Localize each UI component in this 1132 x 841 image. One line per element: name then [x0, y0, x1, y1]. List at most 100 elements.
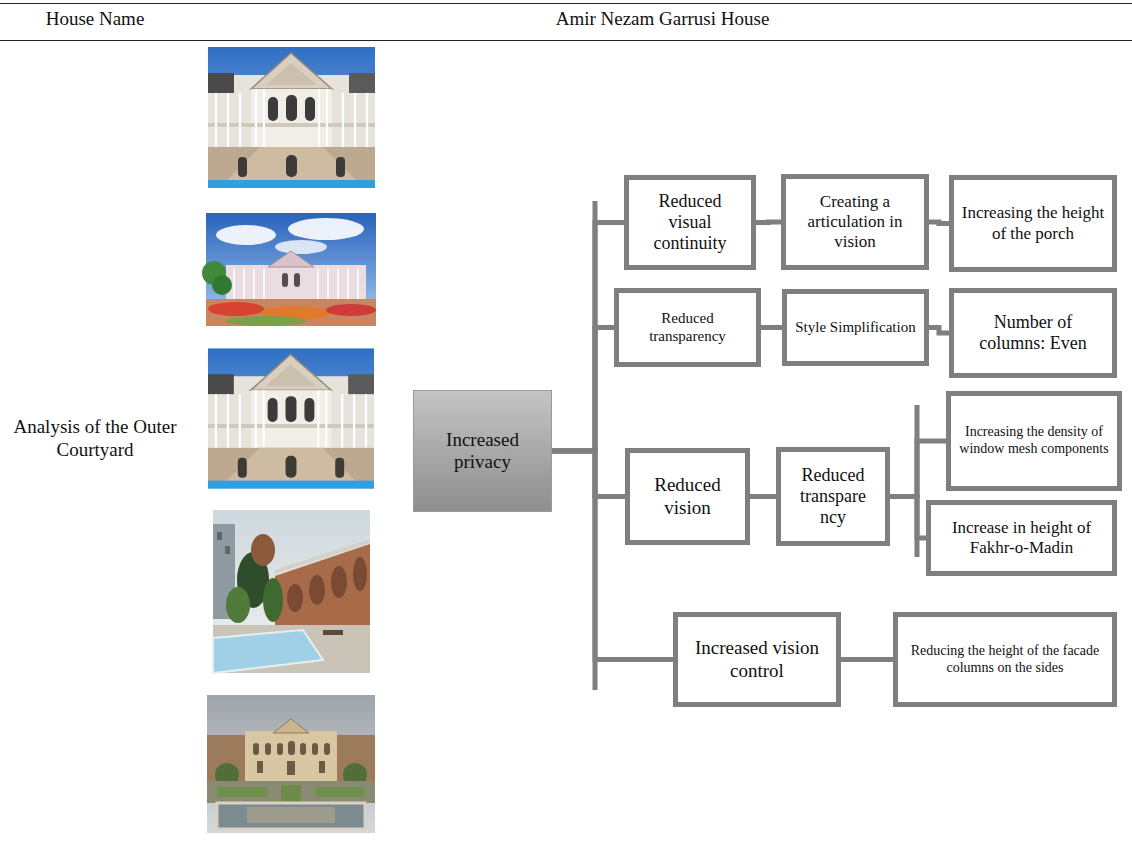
connector [552, 451, 625, 497]
node-text: Reduced visual continuity [635, 191, 745, 255]
photo-courtyard-part [253, 743, 259, 755]
photo-facade-part [208, 47, 375, 188]
concept-box: Increasing the density of window mesh co… [946, 391, 1122, 491]
concept-box: Number of columns: Even [949, 288, 1117, 378]
connector [929, 328, 949, 334]
photo-garden-wall-part [213, 510, 370, 673]
photo-courtyard-part [217, 787, 267, 797]
photo-courtyard-part [207, 781, 375, 803]
photo-garden-wall-part [226, 587, 250, 623]
concept-box: Reduced transpare ncy [776, 447, 890, 546]
photo-panorama-part [268, 251, 314, 267]
photo-garden-wall-part [213, 630, 323, 673]
photo-panorama-part [263, 269, 265, 299]
connector [929, 222, 949, 224]
photo-facade [208, 348, 374, 488]
connector [890, 441, 946, 497]
photo-garden-wall-part [213, 625, 370, 673]
photo-panorama-part [206, 299, 376, 326]
photo-panorama-part [253, 269, 255, 299]
node-text: Increasing the density of window mesh co… [957, 424, 1111, 457]
concept-box: Reduced transparency [614, 288, 761, 367]
connector [761, 325, 782, 330]
connector [756, 220, 781, 226]
photo-panorama-part [212, 275, 232, 295]
photo-panorama-part [243, 269, 245, 299]
root-box: Increased privacy [413, 390, 552, 512]
photo-garden-wall [213, 510, 370, 673]
photo-courtyard-part [245, 731, 337, 781]
photo-panorama-part [275, 240, 327, 254]
connector [552, 328, 614, 452]
photo-courtyard-part [312, 743, 318, 755]
table-rule [0, 4, 1132, 41]
concept-box: Increase in height of Fakhr-o-Madin [926, 500, 1117, 576]
photo-garden-wall-part [323, 630, 343, 635]
node-text: Number of columns: Even [960, 312, 1106, 354]
photo-panorama-part [357, 269, 359, 299]
node-text: Style Simplification [795, 319, 915, 337]
connector [750, 494, 776, 499]
node-text: Reduced transpare ncy [787, 465, 879, 529]
photo-courtyard [207, 695, 375, 833]
photo-courtyard-part [207, 695, 375, 833]
photo-panorama-part [234, 269, 358, 299]
photo-courtyard-part [319, 761, 325, 773]
photo-garden-wall-part [309, 575, 325, 605]
photo-courtyard-part [300, 743, 306, 755]
table-header: Amir Nezam Garrusi House [380, 8, 945, 31]
node-text: Reducing the height of the facade column… [904, 643, 1106, 676]
table-header: House Name [15, 8, 175, 31]
photo-panorama-part [317, 269, 319, 299]
table-rule-part [0, 3, 1132, 4]
photo-garden-wall-part [275, 539, 370, 574]
photo-panorama-part [294, 273, 300, 287]
photo-panorama-part [327, 269, 329, 299]
photo-panorama-part [208, 302, 264, 316]
photo-panorama-part [226, 316, 306, 326]
connector [841, 657, 893, 662]
photo-courtyard-part [277, 743, 283, 755]
photo-facade-part [208, 348, 374, 488]
photo-garden-wall-part [263, 578, 283, 622]
node-text: Increased privacy [420, 429, 545, 474]
node-text: Reduced transparency [625, 310, 750, 345]
photo-panorama-part [347, 269, 349, 299]
concept-box: Increasing the height of the porch [949, 175, 1117, 272]
node-text: Increased vision control [684, 637, 830, 682]
photo-courtyard-part [273, 719, 309, 733]
photo-garden-wall-part [217, 532, 222, 540]
photo-courtyard-part [265, 743, 271, 755]
photo-courtyard-part [288, 741, 295, 755]
photo-panorama-part [337, 269, 339, 299]
photo-panorama-part [226, 265, 366, 301]
photo-panorama-part [282, 273, 288, 287]
photo-garden-wall-part [353, 557, 367, 591]
photo-garden-wall-part [225, 546, 230, 554]
concept-box: Reducing the height of the facade column… [893, 612, 1117, 707]
concept-box: Increased vision control [673, 612, 841, 707]
photo-panorama-part [326, 304, 376, 316]
photo-courtyard-part [253, 741, 330, 775]
concept-box: Reduced visual continuity [624, 175, 756, 270]
node-text: Increasing the height of the porch [960, 203, 1106, 243]
photo-panorama-part [288, 218, 364, 240]
photo-panorama-part [206, 213, 376, 326]
concept-box: Reduced vision [625, 448, 750, 545]
photo-courtyard-part [281, 785, 301, 803]
photo-facade [208, 47, 375, 188]
photo-courtyard-part [247, 807, 335, 823]
photo-garden-wall-part [331, 566, 347, 598]
photo-courtyard-part [217, 803, 365, 829]
row-label: Analysis of the Outer Courtyard [12, 416, 178, 462]
photo-garden-wall-part [287, 584, 303, 612]
node-text: Creating a articulation in vision [792, 192, 918, 252]
connector [890, 497, 926, 539]
table-rule-part [0, 40, 1132, 41]
photo-courtyard-part [324, 743, 330, 755]
node-text: Increase in height of Fakhr-o-Madin [937, 518, 1106, 558]
concept-box: Style Simplification [782, 289, 929, 366]
photo-panorama [202, 213, 376, 326]
node-text: Reduced vision [636, 474, 739, 519]
